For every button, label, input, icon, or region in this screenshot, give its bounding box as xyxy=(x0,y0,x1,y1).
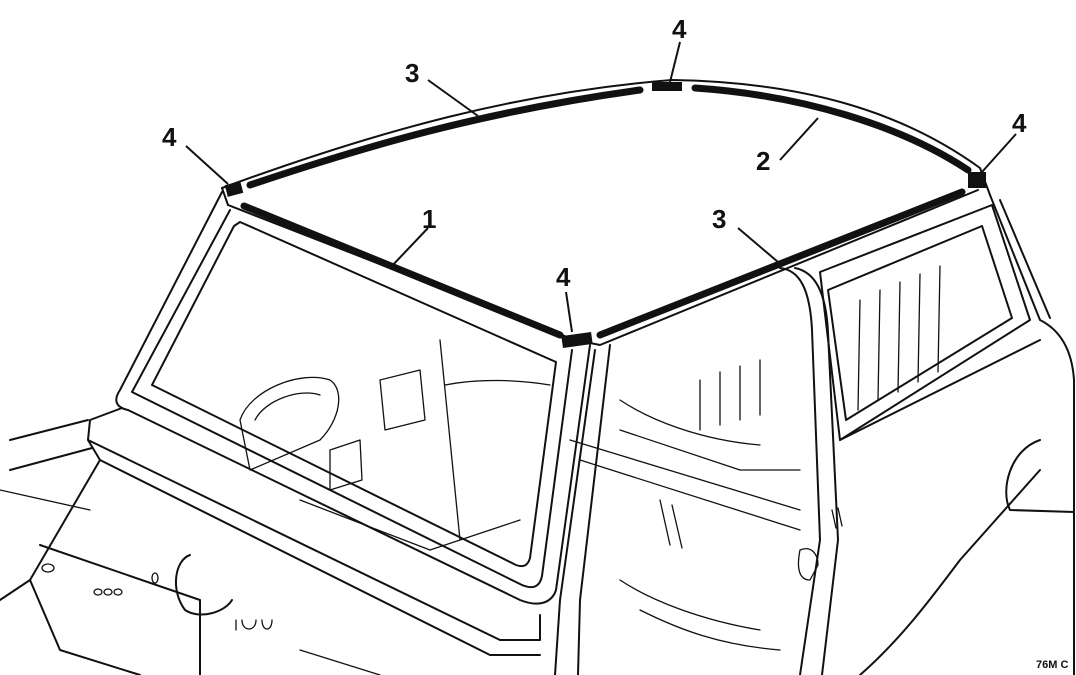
seal-strip-side-left xyxy=(246,86,644,189)
leader-4-center xyxy=(565,291,573,333)
callout-4-center: 4 xyxy=(556,262,571,292)
roof-seals xyxy=(224,82,986,349)
right-pillar-and-door xyxy=(554,204,1031,675)
figure-reference-code: 76M C xyxy=(1036,659,1068,671)
rear-quarter-body xyxy=(839,194,1075,675)
leader-1 xyxy=(389,227,429,269)
seal-strip-rear xyxy=(691,84,972,174)
panel-details xyxy=(41,507,843,631)
leader-4-left xyxy=(185,145,229,185)
callout-4-left: 4 xyxy=(162,122,177,152)
callout-3-left: 3 xyxy=(405,58,419,88)
seal-joint-front-left xyxy=(224,181,244,197)
leader-4-top xyxy=(669,41,681,83)
callout-3-right: 3 xyxy=(712,204,726,234)
leader-2 xyxy=(779,117,819,161)
leader-lines xyxy=(185,41,1017,333)
seal-joint-rear-right xyxy=(968,172,986,188)
seal-joint-rear-center xyxy=(652,82,682,91)
callout-1: 1 xyxy=(422,204,436,234)
leader-3-left xyxy=(427,79,479,117)
roof-panel xyxy=(221,79,991,346)
seal-strip-front xyxy=(240,202,564,339)
windscreen-frame xyxy=(115,191,591,605)
leader-3-right xyxy=(737,227,779,263)
callout-4-top: 4 xyxy=(672,14,687,44)
scuttle-panel xyxy=(0,407,541,675)
callout-labels: 1 2 3 3 4 4 4 4 xyxy=(162,14,1027,292)
callout-4-right: 4 xyxy=(1012,108,1027,138)
callout-2: 2 xyxy=(756,146,770,176)
seal-strip-side-right xyxy=(596,188,966,339)
leader-4-right xyxy=(981,133,1017,173)
interior-floor xyxy=(239,339,819,651)
seal-joint-front-center xyxy=(561,331,593,349)
